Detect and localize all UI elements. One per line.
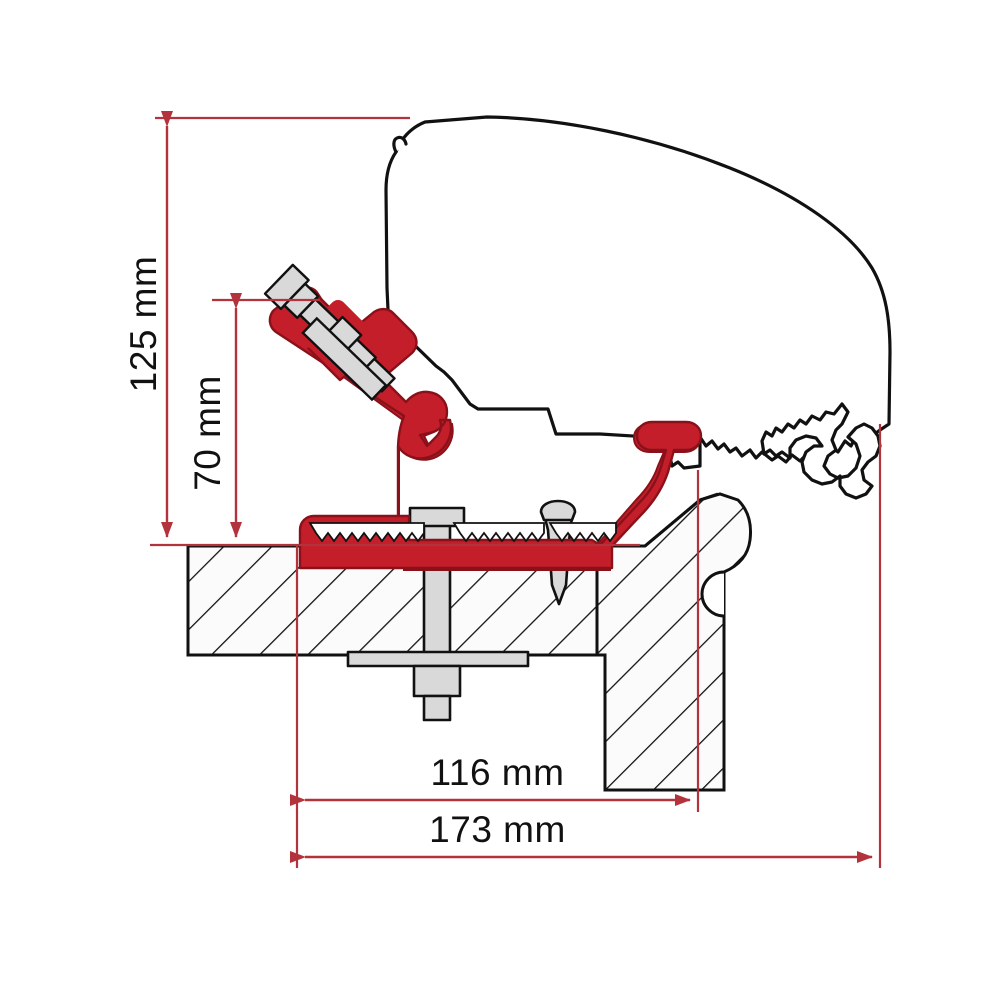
dimension-label-116mm: 116 mm (430, 752, 565, 793)
roof-panel-hatched (186, 492, 752, 792)
dimension-label-70mm: 70 mm (187, 375, 228, 491)
dimension-lines (150, 111, 882, 868)
clamp-bolt-lower-bar (301, 316, 388, 402)
rail-serrated-underside (308, 522, 617, 543)
vehicle-body-outline (384, 115, 892, 470)
side-rail-profile (760, 402, 882, 500)
dimension-label-173mm: 173 mm (429, 809, 566, 850)
dimension-label-125mm: 125 mm (123, 255, 164, 393)
